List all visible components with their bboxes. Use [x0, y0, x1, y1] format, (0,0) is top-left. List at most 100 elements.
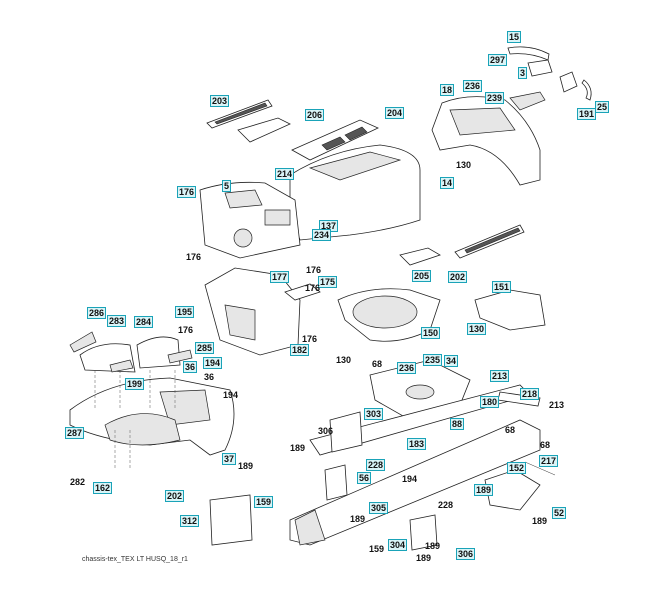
part-312-plate	[209, 494, 253, 546]
callout-18[interactable]: 18	[440, 84, 455, 96]
part-150-footrest	[337, 288, 441, 342]
callout-88[interactable]: 88	[450, 418, 465, 430]
callout-312[interactable]: 312	[180, 515, 200, 527]
callout-286[interactable]: 286	[87, 307, 107, 319]
callout-150[interactable]: 150	[421, 327, 441, 339]
callout-234[interactable]: 234	[312, 229, 332, 241]
callout-203[interactable]: 203	[210, 95, 230, 107]
part-25-clip	[581, 79, 592, 101]
part-217-rod	[524, 461, 556, 476]
callout-3[interactable]: 3	[518, 67, 528, 79]
label-176-mid: 176	[305, 283, 321, 293]
callout-183[interactable]: 183	[407, 438, 427, 450]
callout-202-top[interactable]: 202	[448, 271, 468, 283]
callout-36[interactable]: 36	[183, 361, 198, 373]
label-68-mid: 68	[505, 425, 516, 435]
callout-182[interactable]: 182	[290, 344, 310, 356]
callout-284[interactable]: 284	[134, 316, 154, 328]
callout-283[interactable]: 283	[107, 315, 127, 327]
part-286-cover	[69, 331, 97, 353]
callout-195[interactable]: 195	[175, 306, 195, 318]
part-182-support	[204, 267, 301, 356]
label-189-far: 189	[425, 541, 441, 551]
label-189-upper: 189	[290, 443, 306, 453]
part-203-grille	[206, 99, 273, 129]
part-303-plate	[329, 411, 363, 453]
label-194-right: 194	[223, 390, 239, 400]
part-297-bracket	[527, 59, 553, 77]
callout-159[interactable]: 159	[254, 496, 274, 508]
part-206-vent	[237, 117, 291, 143]
frame-chassis	[289, 384, 541, 546]
callout-152[interactable]: 152	[507, 462, 527, 474]
callout-199[interactable]: 199	[125, 378, 145, 390]
callout-236-top[interactable]: 236	[463, 80, 483, 92]
callout-14[interactable]: 14	[440, 177, 455, 189]
callout-177[interactable]: 177	[270, 271, 290, 283]
part-285-handle	[167, 349, 193, 364]
label-189-bottom: 189	[416, 553, 432, 563]
part-189-rear-bracket	[484, 469, 541, 511]
callout-285[interactable]: 285	[195, 342, 215, 354]
callout-175[interactable]: 175	[318, 276, 338, 288]
label-306-top: 306	[318, 426, 334, 436]
callout-218[interactable]: 218	[520, 388, 540, 400]
callout-204[interactable]: 204	[385, 107, 405, 119]
callout-305[interactable]: 305	[369, 502, 389, 514]
label-159-bottom: 159	[369, 544, 385, 554]
part-205-vent	[399, 247, 441, 266]
label-130-top: 130	[456, 160, 472, 170]
callout-304[interactable]: 304	[388, 539, 408, 551]
callout-303[interactable]: 303	[364, 408, 384, 420]
callout-34[interactable]: 34	[444, 355, 459, 367]
label-130-bottom: 130	[336, 355, 352, 365]
callout-287[interactable]: 287	[65, 427, 85, 439]
label-68-top: 68	[372, 359, 383, 369]
callout-236-mid[interactable]: 236	[397, 362, 417, 374]
label-189-left: 189	[238, 461, 254, 471]
part-37-fender	[69, 377, 235, 456]
label-176-right-top: 176	[306, 265, 322, 275]
label-189-rear: 189	[532, 516, 548, 526]
callout-5[interactable]: 5	[222, 180, 232, 192]
callout-213[interactable]: 213	[490, 370, 510, 382]
callout-191[interactable]: 191	[577, 108, 597, 120]
part-18-hood	[431, 91, 546, 186]
callout-37[interactable]: 37	[222, 453, 237, 465]
label-189-mid: 189	[350, 514, 366, 524]
label-176-right-low: 176	[302, 334, 318, 344]
part-175-plate	[284, 283, 321, 301]
callout-52[interactable]: 52	[552, 507, 567, 519]
callout-297[interactable]: 297	[488, 54, 508, 66]
part-202-grille	[454, 224, 525, 259]
callout-180[interactable]: 180	[480, 396, 500, 408]
callout-205[interactable]: 205	[412, 270, 432, 282]
callout-306[interactable]: 306	[456, 548, 476, 560]
callout-162[interactable]: 162	[93, 482, 113, 494]
callout-228[interactable]: 228	[366, 459, 386, 471]
callout-189-rear[interactable]: 189	[474, 484, 494, 496]
part-191-bracket	[559, 71, 578, 93]
callout-214[interactable]: 214	[275, 168, 295, 180]
part-204-hood-vent	[291, 119, 379, 161]
label-68-right: 68	[540, 440, 551, 450]
callout-239[interactable]: 239	[485, 92, 505, 104]
callout-202-bottom[interactable]: 202	[165, 490, 185, 502]
callout-25[interactable]: 25	[595, 101, 610, 113]
diagram-caption: chassis-tex_TEX LT HUSQ_18_r1	[82, 556, 188, 563]
callout-151[interactable]: 151	[492, 281, 512, 293]
part-284-cover	[136, 336, 181, 369]
assembly-guide-lines	[94, 370, 176, 470]
label-228-low: 228	[438, 500, 454, 510]
callout-130-right[interactable]: 130	[467, 323, 487, 335]
callout-15[interactable]: 15	[507, 31, 522, 43]
callout-206[interactable]: 206	[305, 109, 325, 121]
callout-194-top[interactable]: 194	[203, 357, 223, 369]
label-282: 282	[70, 477, 86, 487]
label-194-frame: 194	[402, 474, 418, 484]
callout-235[interactable]: 235	[423, 354, 443, 366]
callout-56[interactable]: 56	[357, 472, 372, 484]
callout-217[interactable]: 217	[539, 455, 559, 467]
callout-176-top[interactable]: 176	[177, 186, 197, 198]
part-56-bracket	[324, 464, 348, 501]
